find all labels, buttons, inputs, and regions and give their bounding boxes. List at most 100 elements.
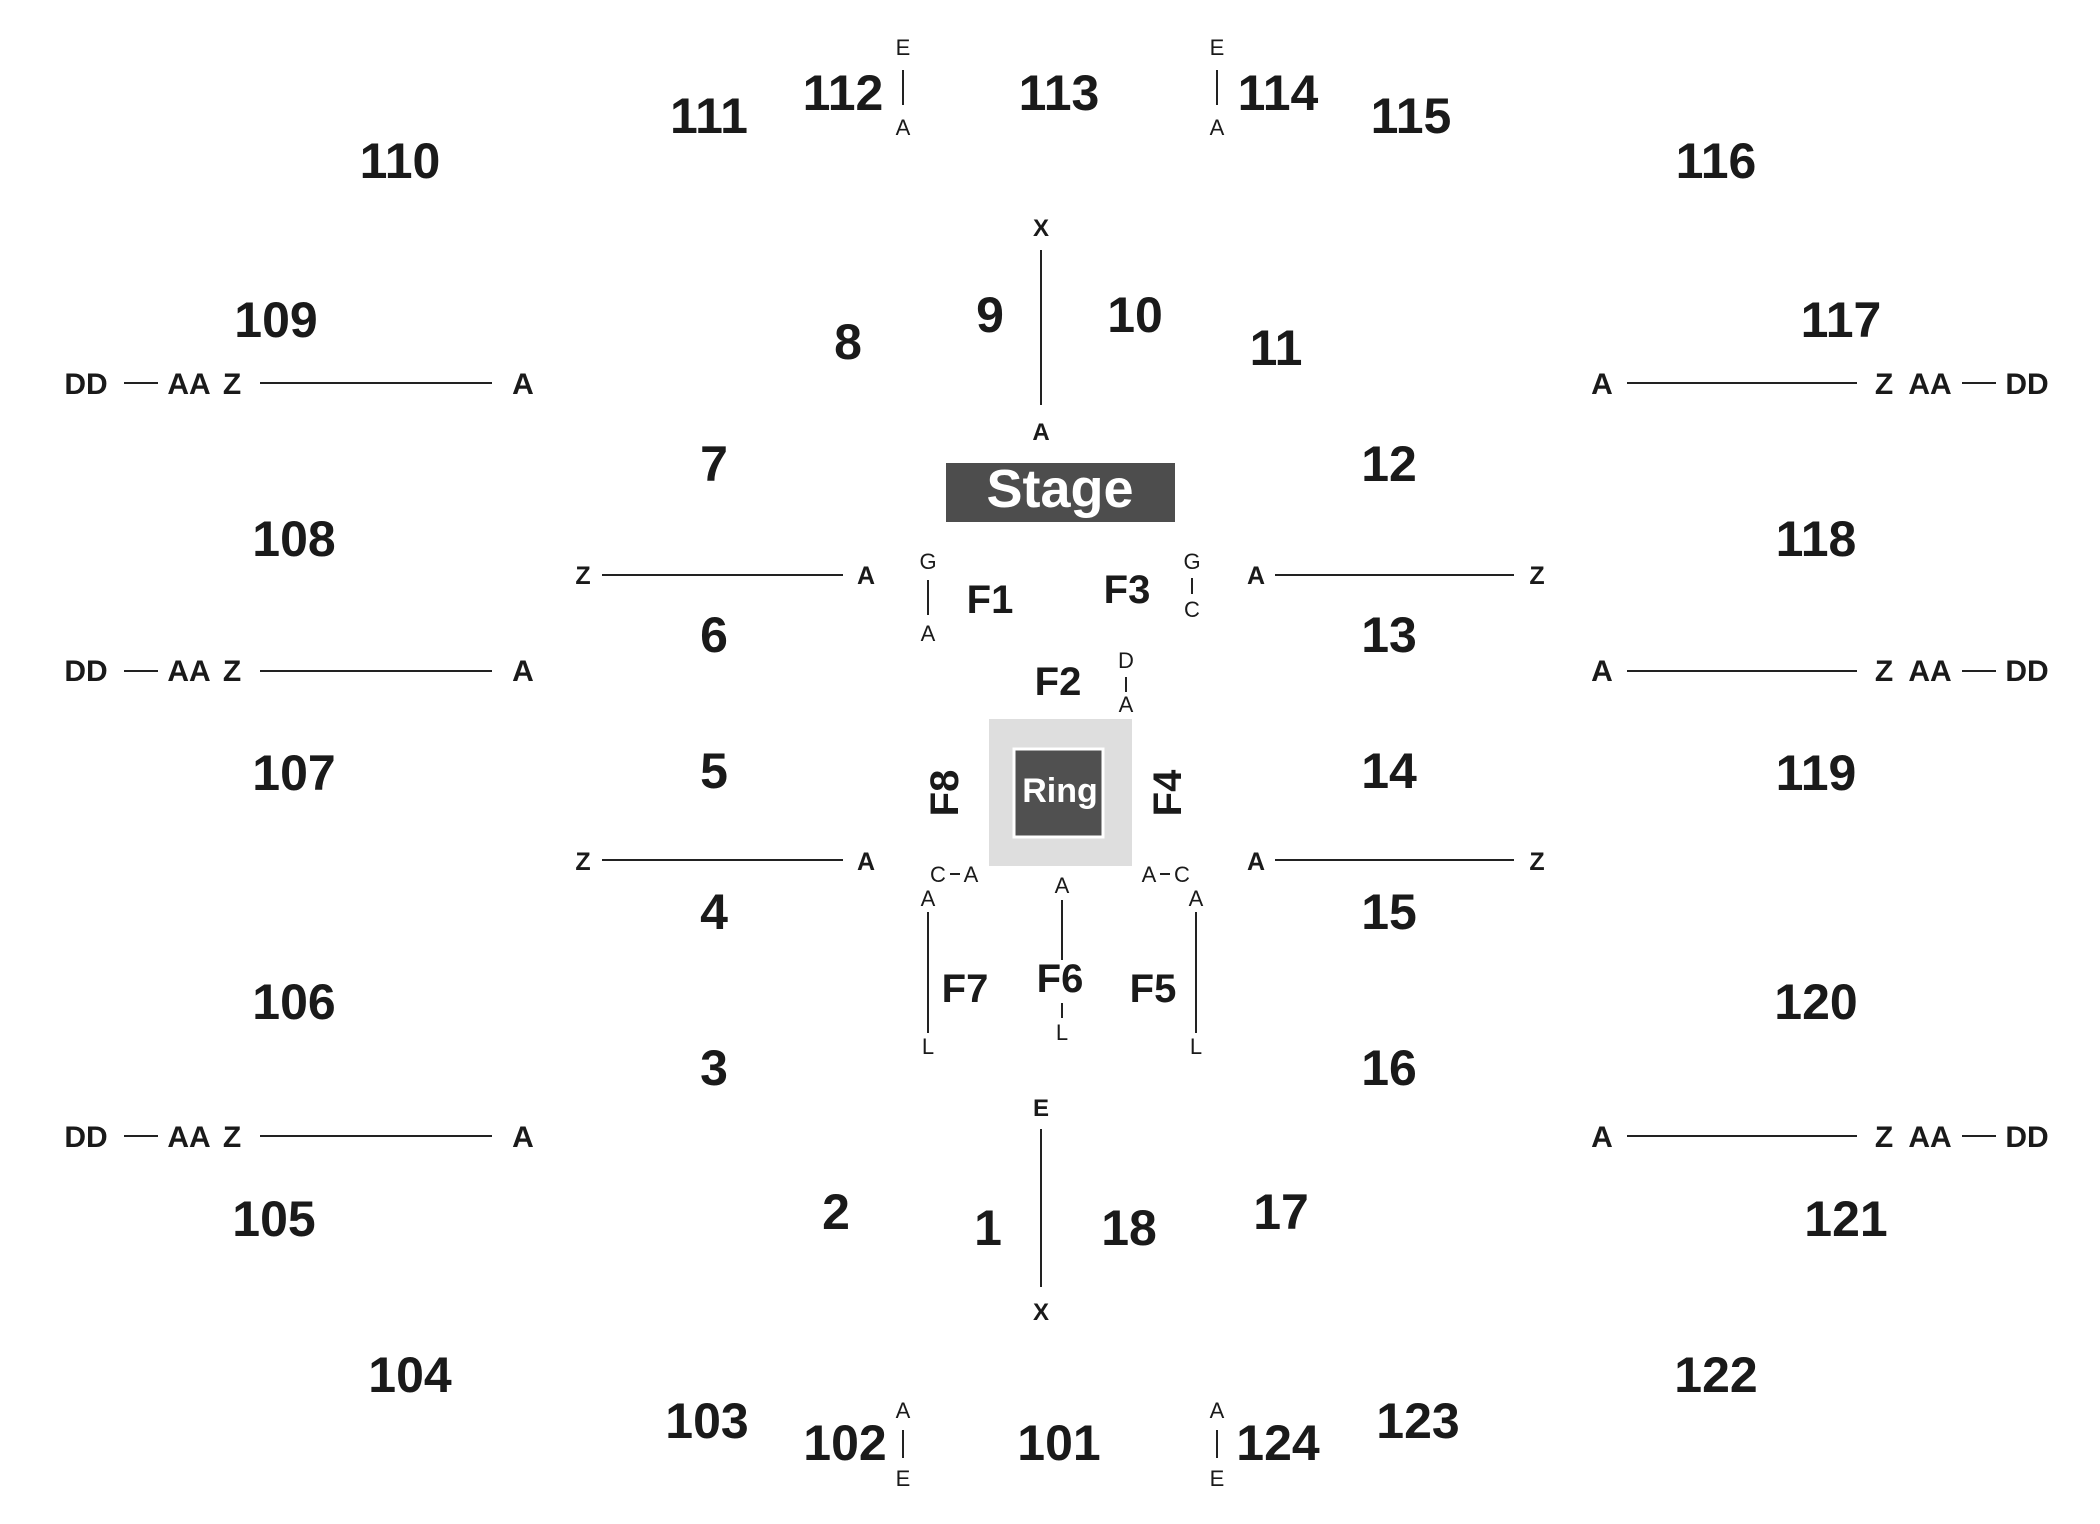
row-label-e: E (1210, 35, 1225, 60)
row-marker-right-120-121: A Z AA DD (1591, 1121, 2049, 1154)
section-122[interactable]: 122 (1674, 1347, 1757, 1403)
section-110[interactable]: 110 (360, 133, 441, 189)
row-label-d: D (1118, 648, 1134, 673)
section-10[interactable]: 10 (1107, 287, 1163, 343)
section-107[interactable]: 107 (252, 745, 335, 801)
row-label-a: A (1210, 115, 1225, 140)
row-label-l: L (1056, 1020, 1068, 1045)
floor-f2[interactable]: F2 (1035, 660, 1082, 704)
row-label-g: G (1183, 549, 1200, 574)
section-4[interactable]: 4 (700, 884, 728, 940)
floor-f7[interactable]: F7 (942, 967, 989, 1011)
section-108[interactable]: 108 (252, 511, 335, 567)
section-121[interactable]: 121 (1804, 1191, 1887, 1247)
section-13[interactable]: 13 (1361, 607, 1417, 663)
row-label-a: A (921, 886, 936, 911)
row-marker-f3: G C (1183, 549, 1200, 622)
row-label-e: E (1210, 1466, 1225, 1491)
section-115[interactable]: 115 (1371, 88, 1452, 144)
row-marker-1-18: E X (1033, 1095, 1049, 1326)
section-114[interactable]: 114 (1238, 65, 1319, 121)
section-103[interactable]: 103 (665, 1393, 748, 1449)
stage (946, 463, 1175, 522)
floor-f1[interactable]: F1 (967, 578, 1014, 622)
section-109[interactable]: 109 (234, 292, 317, 348)
row-label-aa: AA (1908, 655, 1951, 688)
section-102[interactable]: 102 (803, 1415, 886, 1471)
section-1[interactable]: 1 (974, 1200, 1002, 1256)
row-marker-right-117-118: A Z AA DD (1591, 368, 2049, 401)
row-marker-9-10: X A (1032, 215, 1049, 446)
row-label-a: A (1591, 655, 1613, 688)
row-marker-lower-right-14-15: A Z (1247, 848, 1545, 876)
section-11[interactable]: 11 (1250, 320, 1303, 376)
row-label-a: A (512, 368, 534, 401)
section-117[interactable]: 117 (1801, 292, 1882, 348)
floor-f8[interactable]: F8 (923, 770, 967, 817)
row-label-e: E (896, 1466, 911, 1491)
floor-f6[interactable]: F6 (1037, 957, 1084, 1001)
section-15[interactable]: 15 (1361, 884, 1417, 940)
row-label-a: A (512, 655, 534, 688)
row-label-z: Z (575, 848, 590, 876)
section-3[interactable]: 3 (700, 1040, 728, 1096)
section-124[interactable]: 124 (1236, 1415, 1320, 1471)
floor-f3[interactable]: F3 (1104, 568, 1151, 612)
section-12[interactable]: 12 (1361, 436, 1417, 492)
section-17[interactable]: 17 (1253, 1184, 1309, 1240)
row-label-aa: AA (1908, 368, 1951, 401)
row-label-a: A (1247, 562, 1265, 590)
row-label-z: Z (1529, 562, 1544, 590)
section-6[interactable]: 6 (700, 607, 728, 663)
row-label-a: A (1032, 419, 1049, 446)
section-112[interactable]: 112 (803, 65, 884, 121)
section-118[interactable]: 118 (1776, 511, 1857, 567)
row-label-a: A (1142, 862, 1157, 887)
section-7[interactable]: 7 (700, 436, 728, 492)
row-label-dd: DD (64, 655, 107, 688)
row-label-a: A (1247, 848, 1265, 876)
section-116[interactable]: 116 (1676, 133, 1757, 189)
ring-label: Ring (1022, 772, 1098, 810)
section-111[interactable]: 111 (670, 88, 748, 144)
row-label-a: A (896, 1398, 911, 1423)
row-label-a: A (1591, 368, 1613, 401)
section-104[interactable]: 104 (368, 1347, 452, 1403)
row-label-a: A (921, 621, 936, 646)
row-label-dd: DD (64, 368, 107, 401)
row-label-a: A (1210, 1398, 1225, 1423)
floor-f5[interactable]: F5 (1130, 967, 1177, 1011)
row-label-e: E (1033, 1095, 1049, 1122)
floor-f4[interactable]: F4 (1146, 769, 1190, 816)
row-label-c: C (930, 862, 946, 887)
section-16[interactable]: 16 (1361, 1040, 1417, 1096)
row-label-aa: AA (1908, 1121, 1951, 1154)
section-113[interactable]: 113 (1019, 65, 1100, 121)
section-18[interactable]: 18 (1101, 1200, 1157, 1256)
section-105[interactable]: 105 (232, 1191, 315, 1247)
row-label-dd: DD (2005, 1121, 2048, 1154)
section-8[interactable]: 8 (834, 314, 862, 370)
row-marker-f5: A C A L (1142, 862, 1204, 1059)
row-marker-left-109-108: DD AA Z A (64, 368, 534, 401)
row-marker-left-108-107: DD AA Z A (64, 655, 534, 688)
row-label-a: A (964, 862, 979, 887)
row-label-z: Z (575, 562, 590, 590)
row-label-z: Z (1875, 1121, 1893, 1154)
row-marker-lower-left-7-6: Z A (575, 562, 875, 590)
section-14[interactable]: 14 (1361, 743, 1417, 799)
section-9[interactable]: 9 (976, 287, 1004, 343)
row-label-a: A (1055, 873, 1070, 898)
section-123[interactable]: 123 (1376, 1393, 1459, 1449)
row-label-z: Z (1529, 848, 1544, 876)
section-101[interactable]: 101 (1017, 1415, 1100, 1471)
row-marker-102: A E (896, 1398, 911, 1491)
stage-label: Stage (986, 459, 1133, 519)
ring (1012, 747, 1105, 839)
section-2[interactable]: 2 (822, 1184, 850, 1240)
row-label-x: X (1033, 215, 1049, 242)
section-120[interactable]: 120 (1774, 974, 1857, 1030)
section-5[interactable]: 5 (700, 743, 728, 799)
section-119[interactable]: 119 (1776, 745, 1857, 801)
section-106[interactable]: 106 (252, 974, 335, 1030)
